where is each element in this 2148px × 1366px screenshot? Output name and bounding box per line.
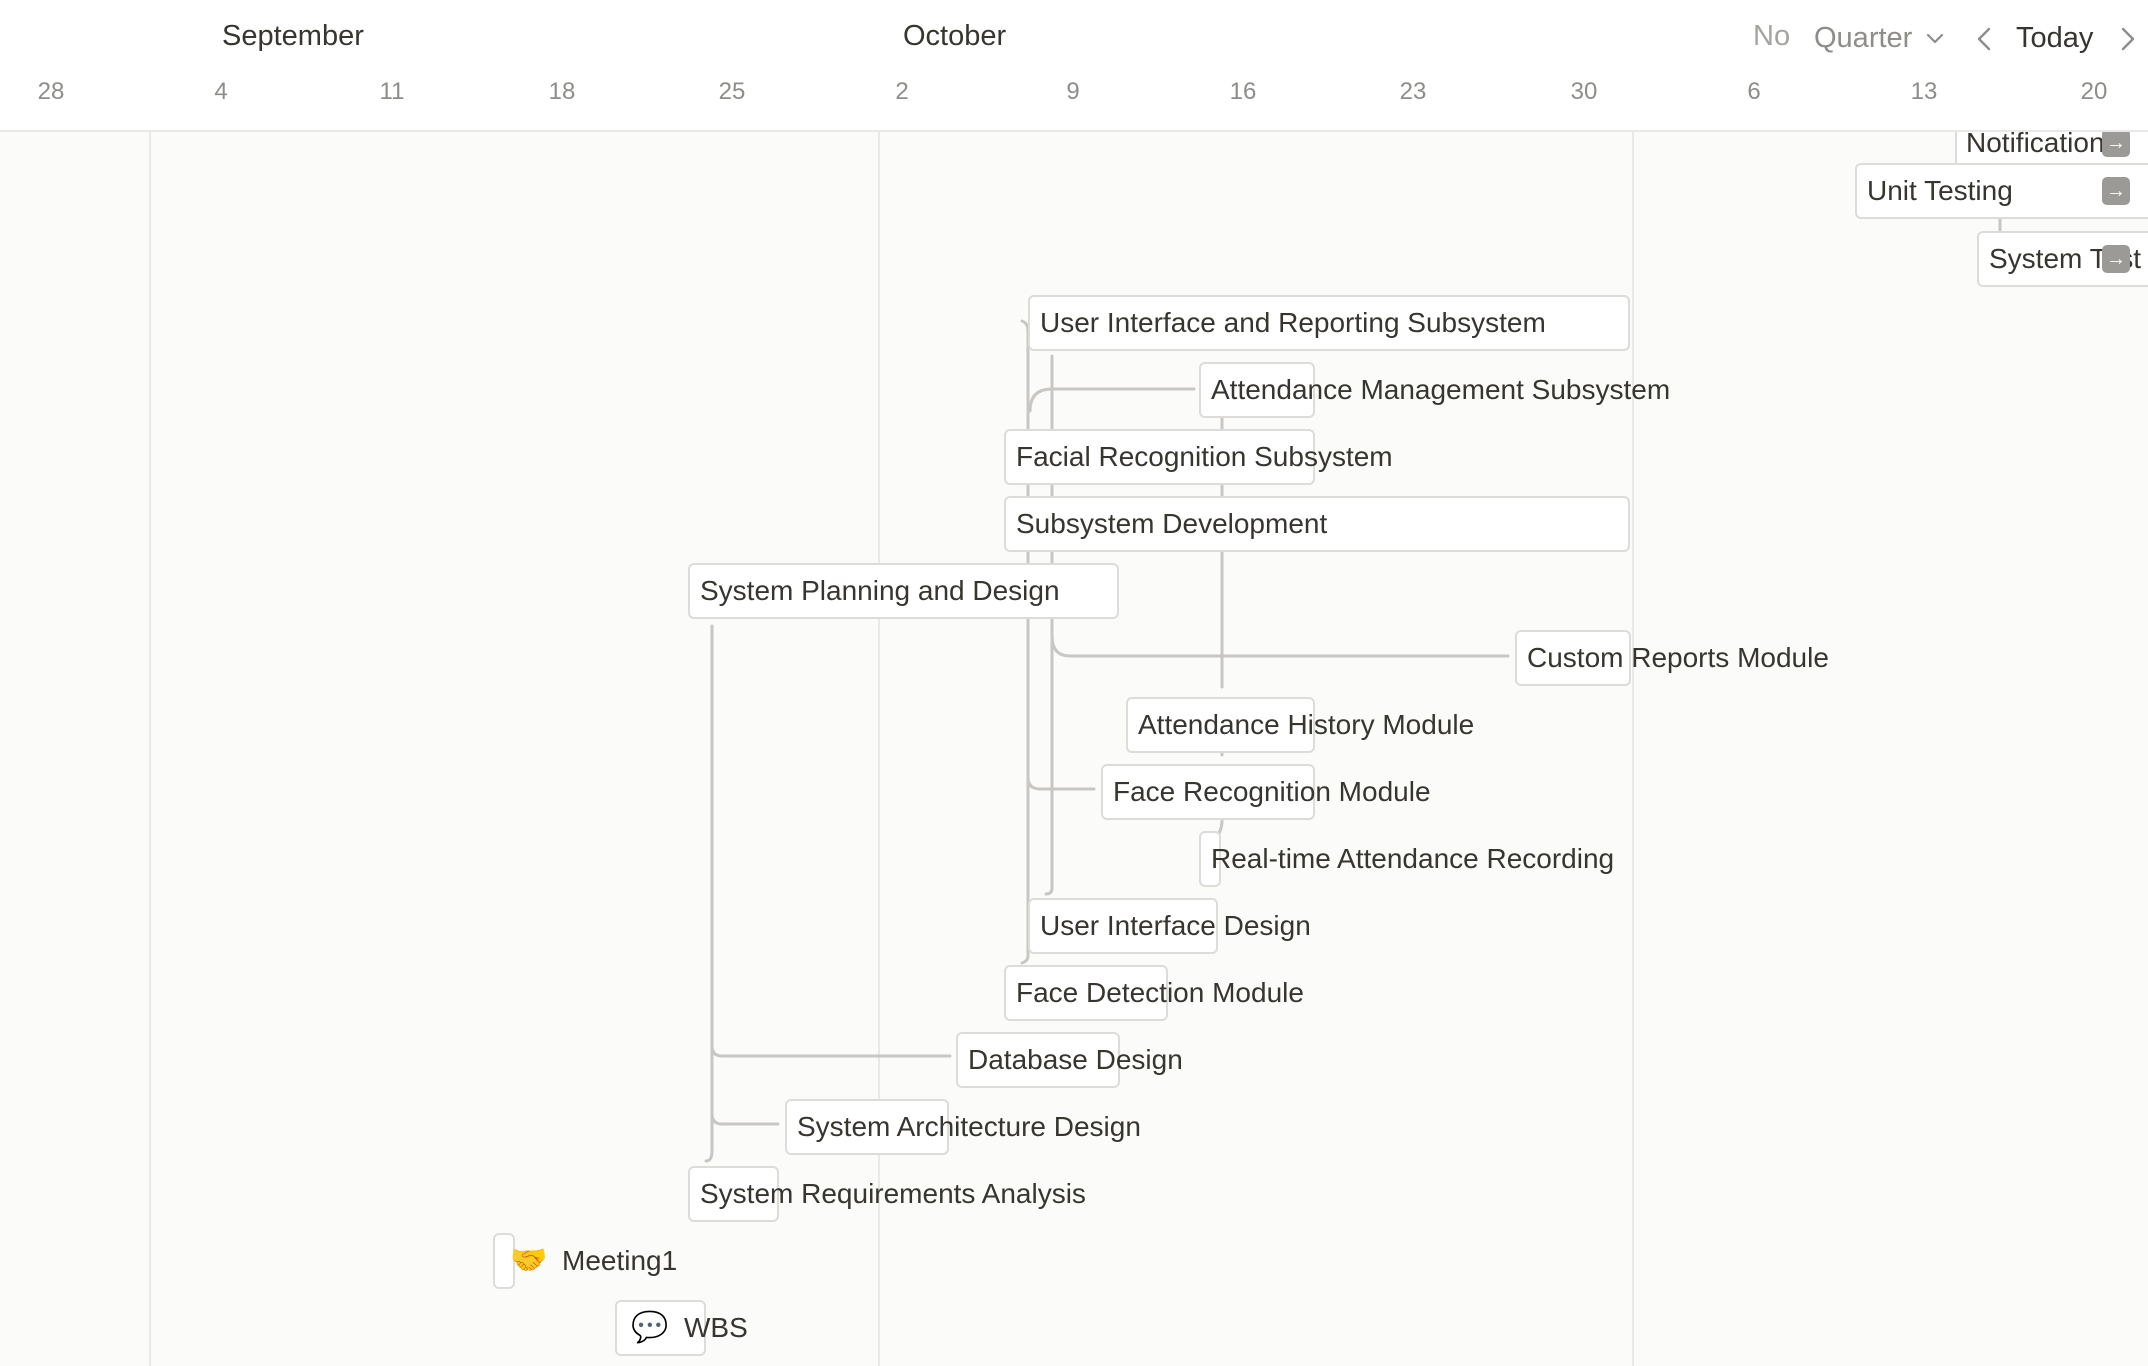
day-label: 13: [1910, 78, 1938, 105]
day-label: 6: [1747, 78, 1761, 105]
task-label: Database Design: [968, 1044, 1183, 1075]
day-label: 9: [1066, 78, 1080, 105]
task-label: System Planning and Design: [700, 575, 1060, 606]
task-bar-system-architecture-design[interactable]: [785, 1099, 949, 1155]
month-divider: [1632, 131, 1634, 1366]
day-label: 2: [895, 78, 909, 105]
task-bar-face-detection-module[interactable]: [1004, 965, 1168, 1021]
task-label: Face Recognition Module: [1113, 776, 1431, 807]
task-label: WBS: [684, 1312, 748, 1343]
task-bar-custom-reports-module[interactable]: [1515, 630, 1631, 686]
dependency-connectors: [704, 149, 2002, 1163]
month-label-october: October: [903, 20, 1007, 52]
task-bar-facial-recognition-subsystem[interactable]: [1004, 429, 1315, 485]
day-label: 4: [214, 78, 228, 105]
month-label-september: September: [222, 20, 364, 52]
task-bar-face-recognition-module[interactable]: [1101, 764, 1315, 820]
task-bar-database-design[interactable]: [956, 1032, 1120, 1088]
task-label: System Requirements Analysis: [700, 1178, 1086, 1209]
timeline-body: Notification → Unit Testing → System Tes…: [0, 117, 2148, 1366]
task-label: User Interface Design: [1040, 910, 1311, 941]
task-label: Meeting1: [562, 1245, 678, 1276]
speech-bubble-icon: 💬: [631, 1311, 669, 1344]
month-divider: [149, 131, 151, 1366]
task-bar-ui-reporting-subsystem[interactable]: [1028, 295, 1630, 351]
task-label: Real-time Attendance Recording: [1211, 843, 1615, 874]
day-label: 30: [1570, 78, 1598, 105]
arrow-right-icon[interactable]: →: [2102, 177, 2130, 205]
task-bar-ui-design[interactable]: [1028, 898, 1218, 954]
day-label: 16: [1229, 78, 1257, 105]
task-label: Attendance History Module: [1138, 709, 1475, 740]
task-label: System Architecture Design: [797, 1111, 1141, 1142]
month-label-november: No: [1753, 20, 1791, 52]
timeline-header: September October No 28 4 11 18 25 2 9 1…: [0, 0, 2148, 132]
day-label: 23: [1399, 78, 1427, 105]
task-label: Unit Testing: [1867, 175, 2013, 206]
arrow-right-icon[interactable]: →: [2102, 245, 2130, 273]
task-bar-system-requirements-analysis[interactable]: [688, 1166, 779, 1222]
task-bar-wbs[interactable]: [615, 1300, 706, 1356]
task-bar-attendance-mgmt-subsystem[interactable]: [1199, 362, 1315, 418]
task-label: Custom Reports Module: [1527, 642, 1829, 673]
task-bar-unit-testing[interactable]: [1855, 163, 2148, 219]
handshake-icon: 🤝: [510, 1244, 548, 1277]
task-bar-attendance-history-module[interactable]: [1126, 697, 1315, 753]
view-mode-select[interactable]: Quarter: [1814, 22, 1944, 55]
chevron-down-icon: [1927, 34, 1944, 44]
task-label: Subsystem Development: [1016, 508, 1328, 539]
task-bar-meeting1[interactable]: [493, 1233, 515, 1289]
task-label: Face Detection Module: [1016, 977, 1304, 1008]
today-button[interactable]: Today: [2016, 22, 2094, 54]
task-bar-system-planning-design[interactable]: [688, 563, 1119, 619]
day-label: 20: [2080, 78, 2108, 105]
next-period-button[interactable]: [2118, 26, 2138, 52]
month-divider: [878, 131, 880, 1366]
view-mode-label: Quarter: [1814, 22, 1913, 54]
task-bar-subsystem-development[interactable]: [1004, 496, 1630, 552]
previous-period-button[interactable]: [1974, 26, 1994, 52]
task-label: Attendance Management Subsystem: [1211, 374, 1671, 405]
day-label: 28: [37, 78, 65, 105]
task-label: Facial Recognition Subsystem: [1016, 441, 1393, 472]
task-label: Notification: [1966, 127, 2105, 158]
day-label: 25: [718, 78, 746, 105]
day-label: 18: [548, 78, 576, 105]
day-label: 11: [379, 78, 405, 105]
task-label: User Interface and Reporting Subsystem: [1040, 307, 1546, 338]
task-bar-realtime-attendance-recording[interactable]: [1199, 831, 1221, 887]
arrow-right-icon[interactable]: →: [2102, 129, 2130, 157]
